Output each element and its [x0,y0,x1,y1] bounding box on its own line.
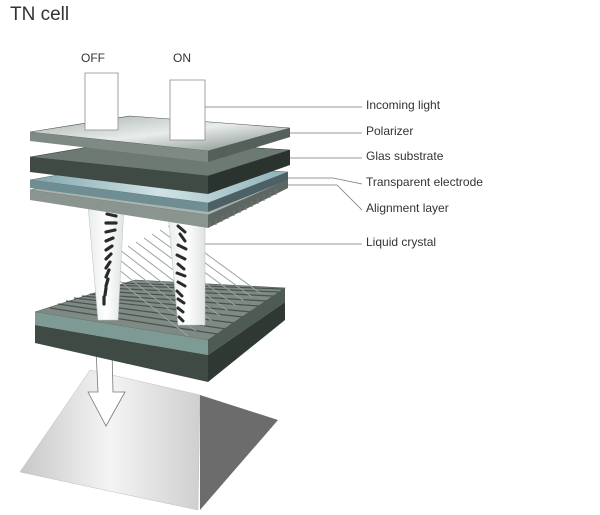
callout-leaders [205,106,363,245]
callout-polarizer: Polarizer [366,124,414,138]
callout-incoming-light: Incoming light [366,98,441,112]
liquid-crystal-on [175,224,188,323]
off-state-label: OFF [81,51,105,65]
diagram-title: TN cell [10,4,70,25]
callout-transparent-electrode: Transparent electrode [366,175,483,189]
callout-alignment-layer: Alignment layer [366,201,449,215]
callout-glass-substrate: Glas substrate [366,149,444,163]
output-screen [19,369,278,511]
on-state-label: ON [173,51,191,65]
liquid-crystal-off [102,212,118,306]
bottom-stack [34,225,286,382]
callout-liquid-crystal: Liquid crystal [366,235,437,249]
incoming-light-beams [84,72,206,141]
